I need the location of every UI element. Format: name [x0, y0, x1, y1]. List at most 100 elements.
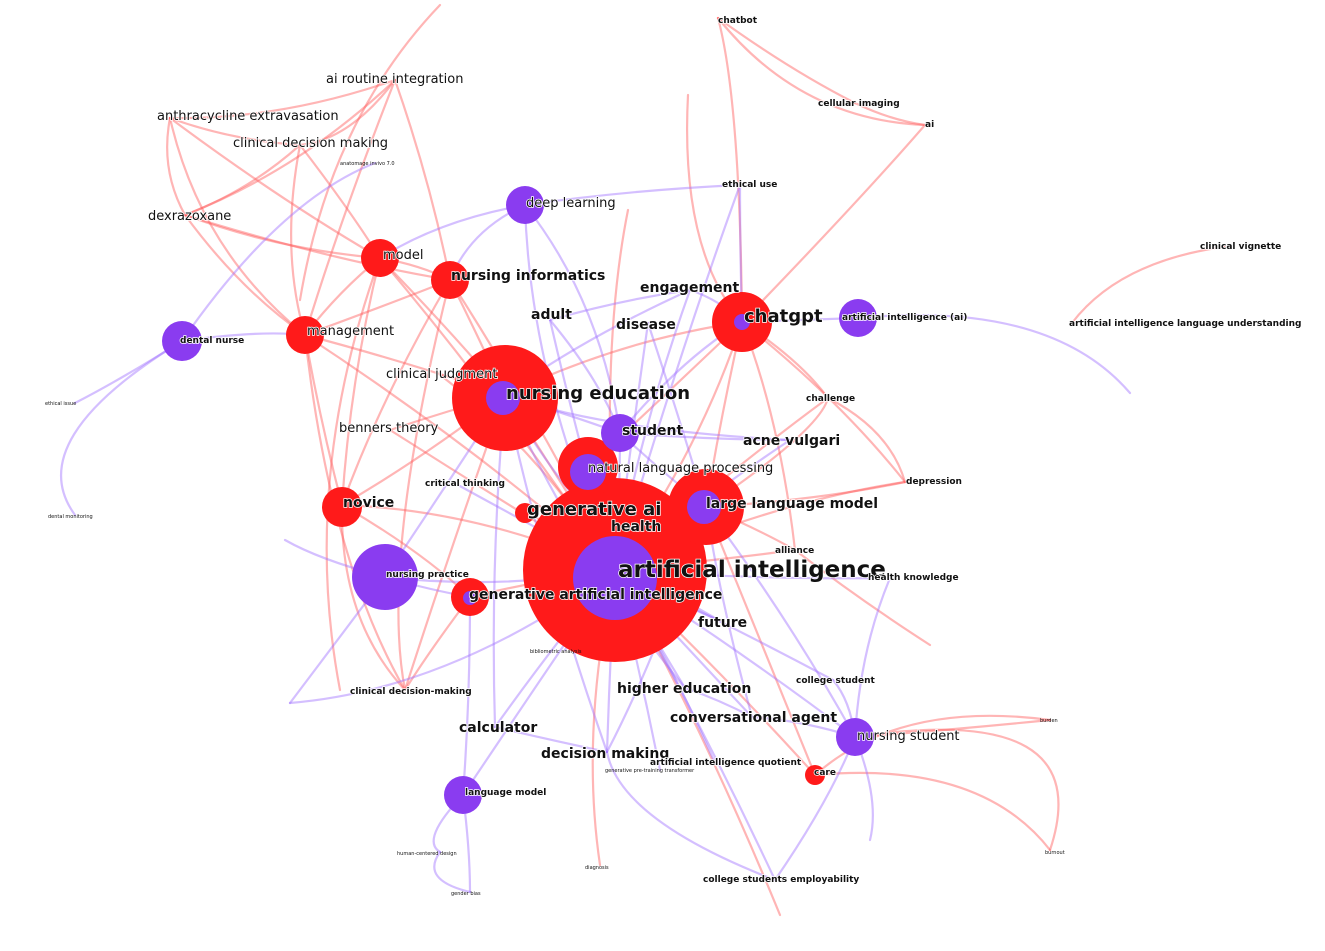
edge [290, 143, 307, 337]
label-cellular-imaging: cellular imaging [818, 99, 900, 109]
label-artificial-intelligence-ai: artificial intelligence (ai) [842, 313, 967, 323]
label-clinical-decision-making: clinical decision making [233, 136, 388, 151]
edge [433, 850, 472, 894]
label-higher-education: higher education [617, 681, 751, 697]
label-challenge: challenge [806, 394, 855, 404]
edge [683, 686, 754, 719]
edge [740, 320, 907, 484]
label-health: health [611, 519, 661, 535]
label-nursing-student: nursing student [857, 729, 960, 744]
edge [716, 16, 927, 127]
node-deep-learning[interactable] [506, 186, 544, 224]
edge [853, 728, 1060, 852]
label-ethical-issue: ethical issue [45, 401, 76, 407]
label-nursing-practice: nursing practice [386, 570, 469, 580]
edge [303, 333, 344, 507]
label-chatbot: chatbot [718, 16, 758, 26]
node-chatgpt-core [734, 314, 750, 330]
edge [166, 116, 187, 217]
edge [183, 213, 382, 260]
label-generative-pretraining: generative pre-training transformer [605, 768, 695, 774]
node-care[interactable] [805, 765, 825, 785]
edge [853, 101, 927, 127]
label-diagnosis: diagnosis [585, 865, 609, 871]
node-student[interactable] [601, 414, 639, 452]
label-natural-language-processing: natural language processing [588, 461, 773, 476]
node-nursing-education-core [486, 381, 520, 415]
node-novice[interactable] [322, 487, 362, 527]
node-artificial-intelligence-ai[interactable] [839, 299, 877, 337]
edge [298, 3, 442, 302]
edge [168, 116, 307, 337]
edge [180, 161, 377, 343]
label-bibliometric-analysis: bibliometric analysis [530, 649, 582, 655]
node-artificial-intelligence-core [573, 536, 657, 620]
node-natural-language-processing-core [570, 454, 606, 490]
edge [548, 288, 692, 322]
edge [813, 714, 1052, 777]
edge [853, 576, 892, 739]
edge [303, 78, 397, 337]
node-management[interactable] [286, 316, 324, 354]
edge [183, 143, 302, 217]
edge [853, 718, 1052, 739]
edge [461, 595, 472, 797]
label-burden: burden [1040, 718, 1058, 724]
label-clinical-judgment: clinical judgment [386, 367, 497, 382]
label-anatomage: anatomage invivo 7.0 [340, 161, 395, 167]
label-ethical-use: ethical use [722, 180, 777, 190]
label-college-student: college student [796, 676, 875, 686]
label-ai-quotient: artificial intelligence quotient [650, 758, 802, 768]
label-artificial-intelligence: artificial intelligence [618, 557, 886, 583]
node-generative-ai[interactable] [515, 503, 535, 523]
edge [716, 16, 744, 324]
label-generative-artificial-intelligence: generative artificial intelligence [469, 587, 722, 603]
edge [523, 203, 622, 435]
edge [303, 333, 407, 692]
label-critical-thinking: critical thinking [425, 479, 505, 489]
edge [60, 339, 184, 517]
node-large-language-model-core [687, 490, 721, 524]
node-model[interactable] [361, 239, 399, 277]
label-disease: disease [616, 317, 676, 333]
node-nursing-student[interactable] [836, 718, 874, 756]
label-adult: adult [531, 307, 572, 323]
node-nursing-informatics[interactable] [431, 261, 469, 299]
label-burnout: burnout [1045, 850, 1065, 856]
label-human-centered-design: human-centered design [397, 851, 457, 857]
edge [340, 278, 452, 507]
label-engagement: engagement [640, 280, 739, 296]
edge [493, 725, 609, 754]
label-college-students-employability: college students employability [703, 875, 859, 885]
node-dental-nurse[interactable] [162, 321, 202, 361]
label-decision-making: decision making [541, 746, 669, 762]
edge [325, 256, 382, 692]
label-health-knowledge: health knowledge [868, 573, 959, 583]
label-alliance: alliance [775, 546, 814, 556]
edge [618, 431, 792, 442]
edge [168, 116, 382, 260]
label-clinical-decision-making-2: clinical decision-making [350, 687, 472, 697]
label-generative-ai: generative ai [527, 499, 661, 520]
edge [1070, 244, 1232, 325]
label-care: care [814, 768, 836, 778]
edge [793, 548, 932, 647]
edge [813, 771, 1052, 852]
node-nursing-practice[interactable] [352, 544, 418, 610]
label-benners-theory: benners theory [339, 421, 439, 436]
edge [183, 213, 452, 282]
edge [523, 183, 742, 207]
label-student: student [622, 423, 683, 439]
edge [168, 78, 397, 120]
edge [826, 396, 907, 484]
labels: artificial intelligence nursing educatio… [45, 15, 1302, 897]
edge [393, 78, 452, 282]
label-anthracycline-extravasation: anthracycline extravasation [157, 109, 339, 124]
label-acne-vulgari: acne vulgari [743, 433, 840, 449]
label-ai: ai [925, 120, 934, 130]
label-deep-learning: deep learning [526, 196, 616, 211]
node-language-model[interactable] [444, 776, 482, 814]
edge [183, 78, 397, 217]
label-future: future [698, 615, 747, 631]
